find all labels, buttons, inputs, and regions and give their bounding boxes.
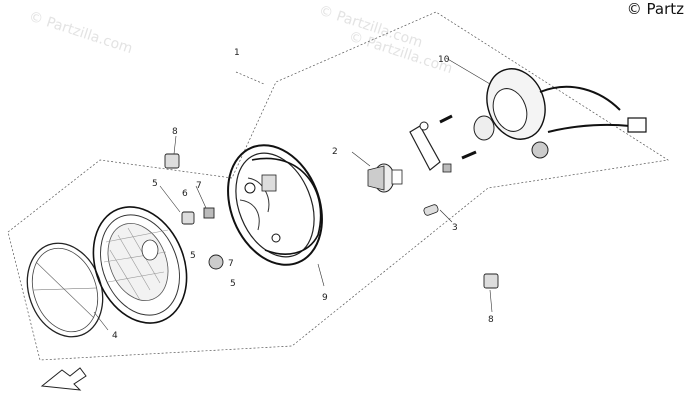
- callout-10: 10: [438, 55, 450, 65]
- callout-7b: 7: [228, 259, 234, 269]
- callout-3: 3: [452, 223, 458, 233]
- callout-5a: 5: [152, 179, 158, 189]
- watermark-1: © Partzilla.com: [27, 9, 135, 58]
- headlight-reflector: [92, 206, 188, 324]
- callout-9: 9: [322, 293, 328, 303]
- callout-1: 1: [234, 48, 240, 58]
- callout-6: 6: [182, 189, 188, 199]
- callout-2: 2: [332, 147, 338, 157]
- callout-5b: 5: [190, 251, 196, 261]
- screws: [439, 114, 477, 173]
- front-direction-arrow: [40, 367, 87, 391]
- leader-lines: [93, 57, 493, 331]
- callout-8a: 8: [172, 127, 178, 137]
- callout-5c: 5: [230, 279, 236, 289]
- callout-8b: 8: [488, 315, 494, 325]
- bulb-retainer-spring: [409, 125, 441, 171]
- callout-4: 4: [112, 331, 118, 341]
- callout-7a: 7: [196, 181, 202, 191]
- rubber-boot-harness: [473, 68, 647, 159]
- headlight-lens: [26, 242, 104, 338]
- position-bulb: [423, 204, 439, 216]
- assembly-boundary: [7, 11, 669, 361]
- headlight-housing: [227, 144, 323, 266]
- fasteners: [164, 153, 499, 289]
- headlight-bulb: [367, 163, 403, 193]
- copyright-notice: © Partz: [626, 0, 684, 18]
